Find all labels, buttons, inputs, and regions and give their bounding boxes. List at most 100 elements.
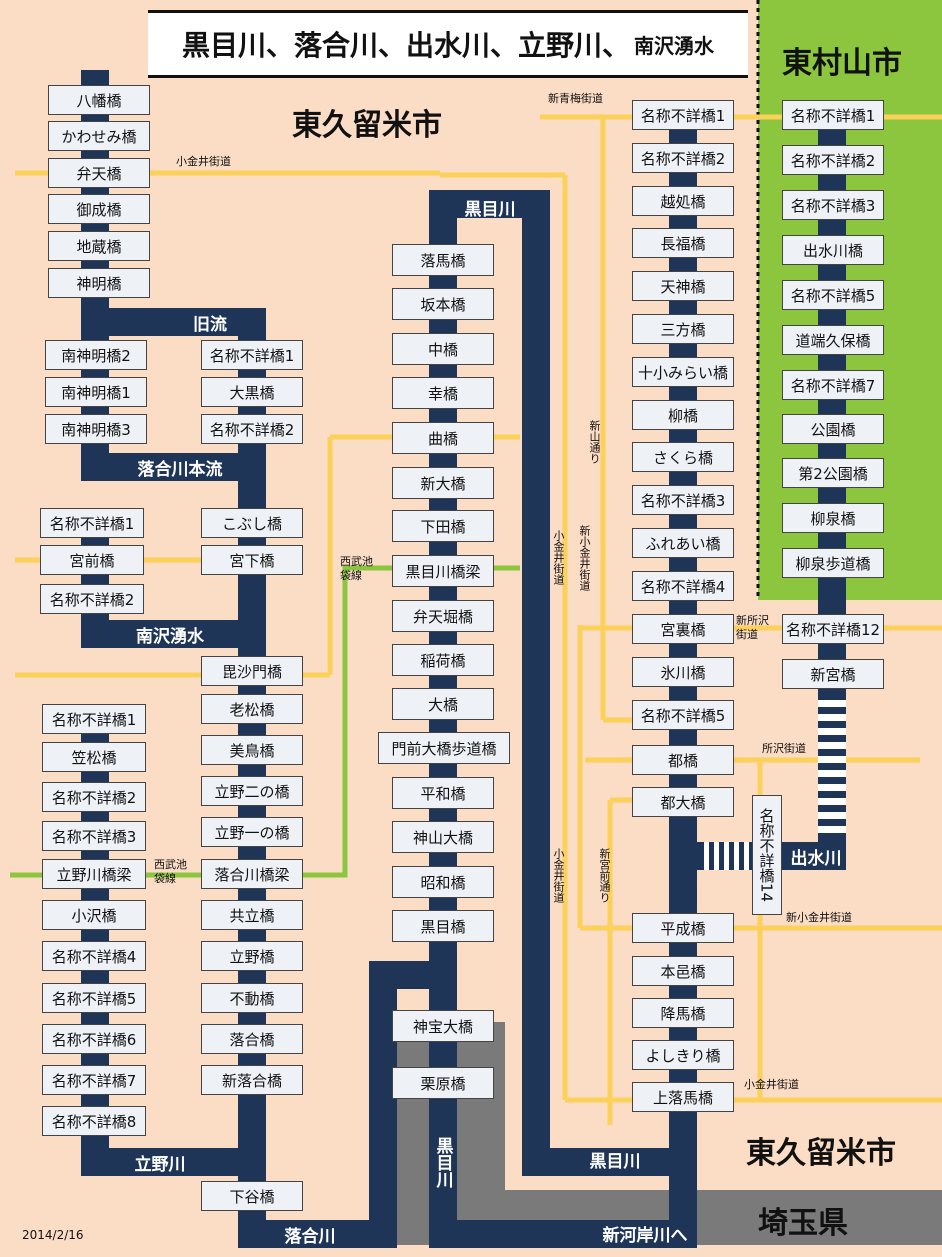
road-label-koganei-v1: 小金井街道	[552, 530, 565, 585]
bridge-ochiai-main: 毘沙門橋	[201, 656, 303, 686]
bridge-tateno: 名称不詳橋3	[42, 821, 146, 851]
bridge-ochiai-main: 立野一の橋	[201, 817, 303, 847]
bridge-ochiai-main: 新落合橋	[201, 1065, 303, 1095]
bridge-kyuryu-right: 大黒橋	[201, 377, 303, 407]
bridge-kyuryu-right: 名称不詳橋1	[201, 340, 303, 370]
bridge-kurome-right: 越処橋	[632, 186, 734, 216]
bridge-minamisawa: 名称不詳橋2	[40, 584, 144, 614]
culvert-stripe	[704, 842, 709, 870]
bridge-kurome-mid: 中橋	[392, 333, 494, 365]
road-label-seibu-2: 西武池袋線	[154, 858, 187, 885]
bridge-tateno: 名称不詳橋5	[42, 983, 146, 1013]
bridge-kurome-right: 名称不詳橋1	[632, 100, 734, 130]
river-label-kyuryu: 旧流	[193, 314, 227, 335]
bridge-kurome-mid: 神宝大橋	[392, 1010, 494, 1042]
title-main: 黒目川、落合川、出水川、立野川、	[181, 29, 630, 62]
city-higashikurume-top: 東久留米市	[292, 108, 442, 143]
culvert-stripe	[818, 700, 846, 707]
bridge-kurome-mid: 幸橋	[392, 377, 494, 409]
bridge-kurome-right: よしきり橋	[632, 1040, 734, 1070]
culvert-stripe	[818, 742, 846, 749]
city-higashikurume-bottom: 東久留米市	[746, 1136, 896, 1171]
bridge-tateno: 笠松橋	[42, 742, 146, 772]
bridge-kurome-right: 降馬橋	[632, 998, 734, 1028]
bridge-ochiai-main: 落合川橋梁	[201, 859, 303, 889]
road-label-shinkoganei-v: 新小金井街道	[578, 525, 591, 591]
road-label-seibu-1: 西武池袋線	[340, 555, 373, 582]
culvert-stripe	[818, 812, 846, 819]
bridge-ochiai-main: 共立橋	[201, 900, 303, 930]
culvert-stripe	[734, 842, 739, 870]
road-label-shinyama: 新山通り	[588, 420, 601, 464]
culvert-stripe	[818, 826, 846, 833]
river-label-kurome-bottom: 黒目川	[589, 1151, 641, 1172]
bridge-kurome-right: 天神橋	[632, 271, 734, 301]
bridge-minamisawa: 名称不詳橋1	[40, 508, 144, 538]
bridge-kyuryu-left: 南神明橋3	[45, 414, 147, 444]
river-label-kurome-top: 黒目川	[464, 199, 516, 220]
bridge-kurome-mid: 大橋	[392, 688, 494, 720]
bridge-kurome-mid: 平和橋	[392, 777, 494, 809]
road-label-shinome: 新青梅街道	[548, 92, 603, 105]
bridge-kurome-right: 三方橋	[632, 314, 734, 344]
bridge-top-left: 弁天橋	[48, 158, 150, 188]
bridge-kyuryu-left: 南神明橋1	[45, 377, 147, 407]
bridge-kurome-right: 名称不詳橋2	[632, 143, 734, 173]
bridge-kurome-right: 都大橋	[632, 787, 734, 817]
bridge-tateno: 名称不詳橋4	[42, 941, 146, 971]
bridge-ochiai-main: こぶし橋	[201, 508, 303, 538]
bridge-top-left: 地蔵橋	[48, 231, 150, 261]
bridge-izumi: 新宮橋	[782, 659, 884, 689]
bridge-kurome-mid: 坂本橋	[392, 288, 494, 320]
bridge-kurome-right: 長福橋	[632, 228, 734, 258]
bridge-kurome-mid: 門前大橋歩道橋	[378, 732, 510, 764]
bridge-kurome-mid: 黒目橋	[392, 910, 494, 942]
culvert-stripe	[818, 714, 846, 721]
bridge-tateno: 名称不詳橋2	[42, 782, 146, 812]
bridge-ochiai-main: 下谷橋	[201, 1181, 303, 1211]
road-label-koganei-left: 小金井街道	[176, 155, 231, 168]
bridge-izumi: 公園橋	[782, 414, 884, 444]
bridge-izumi: 名称不詳橋5	[782, 280, 884, 310]
road-label-shinkoganei-h: 新小金井街道	[786, 911, 852, 924]
bridge-ochiai-main: 立野二の橋	[201, 776, 303, 806]
bridge-tateno: 名称不詳橋7	[42, 1065, 146, 1095]
bridge-kurome-right: 名称不詳橋3	[632, 485, 734, 515]
bridge-izumi: 第2公園橋	[782, 458, 884, 488]
bridge-kurome-mid: 昭和橋	[392, 866, 494, 898]
bridge-izumi: 名称不詳橋12	[782, 614, 884, 644]
bridge-tateno: 立野川橋梁	[42, 859, 146, 889]
bridge-kurome-mid: 新大橋	[392, 467, 494, 499]
bridge-kurome-mid: 栗原橋	[392, 1067, 494, 1099]
bridge-kurome-right: 都橋	[632, 745, 734, 775]
bridge-kurome-right: 本邑橋	[632, 956, 734, 986]
bridge-ochiai-main: 落合橋	[201, 1024, 303, 1054]
bridge-tateno: 名称不詳橋8	[42, 1106, 146, 1136]
bridge-tateno: 名称不詳橋6	[42, 1024, 146, 1054]
road-label-koganei-v2: 小金井街道	[552, 848, 565, 903]
bridge-kurome-mid: 下田橋	[392, 510, 494, 542]
bridge-kurome-right: さくら橋	[632, 442, 734, 472]
river-label-shinkashi: 新河岸川へ	[602, 1225, 688, 1246]
bridge-top-left: 御成橋	[48, 194, 150, 224]
bridge-kurome-right: ふれあい橋	[632, 528, 734, 558]
bridge-kurome-right: 氷川橋	[632, 657, 734, 687]
bridge-kurome-right: 宮裏橋	[632, 614, 734, 644]
culvert-stripe	[714, 842, 719, 870]
bridge-izumi: 名称不詳橋3	[782, 190, 884, 220]
road-label-tokorozawa: 所沢街道	[762, 742, 806, 755]
bridge-izumi: 柳泉橋	[782, 503, 884, 533]
bridge-izumi: 名称不詳橋1	[782, 100, 884, 130]
bridge-kurome-mid: 曲橋	[392, 422, 494, 454]
culvert-stripe	[744, 842, 749, 870]
bridge-ochiai-main: 宮下橋	[201, 545, 303, 575]
bridge-kurome-mid: 弁天堀橋	[392, 600, 494, 632]
bridge-kurome-mid: 落馬橋	[392, 244, 494, 276]
bridge-kurome-mid: 黒目川橋梁	[392, 555, 494, 587]
river-label-ochiai: 落合川	[284, 1226, 336, 1247]
culvert-stripe	[724, 842, 729, 870]
bridge-kyuryu-right: 名称不詳橋2	[201, 414, 303, 444]
bridge-minamisawa: 宮前橋	[40, 545, 144, 575]
date-label: 2014/2/16	[22, 1228, 84, 1242]
bridge-kurome-right: 上落馬橋	[632, 1082, 734, 1112]
